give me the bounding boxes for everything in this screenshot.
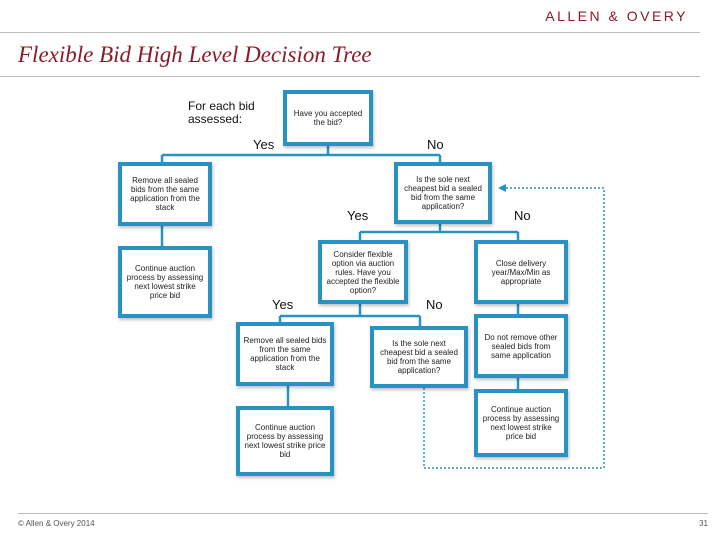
footer-divider: [18, 513, 708, 514]
box-do-not-remove-sealed: Do not remove other sealed bids from sam…: [474, 314, 568, 378]
page-number: 31: [699, 519, 708, 528]
label-yes-2: Yes: [347, 208, 369, 223]
copyright-text: © Allen & Overy 2014: [18, 519, 95, 528]
box-sole-cheapest-question-1: Is the sole next cheapest bid a sealed b…: [394, 162, 492, 224]
loop-arrowhead: [498, 184, 506, 192]
title-divider: [0, 76, 700, 77]
box-continue-auction-1: Continue auction process by assessing ne…: [118, 246, 212, 318]
box-continue-auction-2: Continue auction process by assessing ne…: [236, 406, 334, 476]
box-remove-sealed-bids-2: Remove all sealed bids from the same app…: [236, 322, 334, 386]
box-have-you-accepted-bid: Have you accepted the bid?: [283, 90, 373, 146]
label-no-2: No: [514, 208, 531, 223]
prompt-for-each-bid: For each bid assessed:: [188, 99, 255, 126]
box-close-delivery-year: Close delivery year/Max/Min as appropria…: [474, 240, 568, 304]
box-consider-flexible-option: Consider flexible option via auction rul…: [318, 240, 408, 304]
label-no-3: No: [426, 297, 443, 312]
label-yes-1: Yes: [253, 137, 275, 152]
label-no-1: No: [427, 137, 444, 152]
box-remove-sealed-bids-1: Remove all sealed bids from the same app…: [118, 162, 212, 226]
label-yes-3: Yes: [272, 297, 294, 312]
allen-overy-logo: ALLEN & OVERY: [545, 8, 688, 24]
box-sole-cheapest-question-2: Is the sole next cheapest bid a sealed b…: [370, 326, 468, 388]
header-divider: [0, 32, 700, 33]
slide-title: Flexible Bid High Level Decision Tree: [18, 42, 372, 67]
box-continue-auction-3: Continue auction process by assessing ne…: [474, 389, 568, 457]
